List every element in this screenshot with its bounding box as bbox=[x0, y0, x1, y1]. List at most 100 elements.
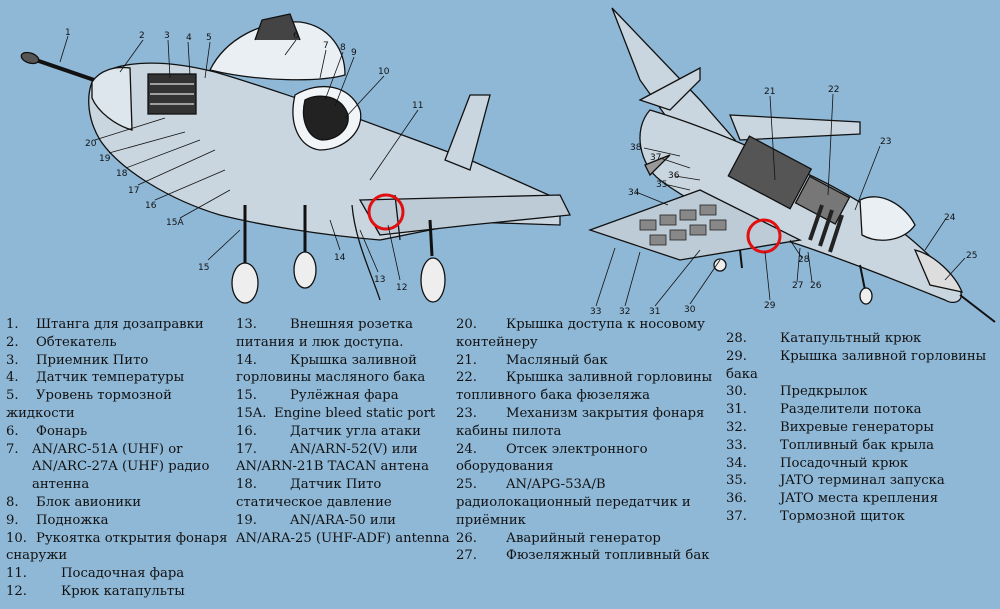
legend-text: Крышка заливной горловины масляного бака bbox=[236, 352, 426, 386]
legend-item: 3.Приемник Пито bbox=[6, 352, 234, 370]
callout-1: 1 bbox=[65, 28, 71, 38]
highlight-circle-left bbox=[367, 193, 405, 231]
legend-item: 2. Обтекатель bbox=[6, 334, 234, 352]
legend-item: 13.Внешняя розетка питания и люк доступа… bbox=[236, 316, 456, 352]
legend-text: AN/ARA-50 или AN/ARA-25 (UHF-ADF) antenn… bbox=[236, 512, 450, 546]
callout-14: 14 bbox=[334, 253, 346, 263]
legend-text: Аварийный генератор bbox=[506, 530, 661, 546]
legend-text: Датчик Пито статическое давление bbox=[236, 477, 392, 510]
callout-31: 31 bbox=[649, 307, 660, 317]
legend-text: Приемник Пито bbox=[36, 352, 149, 368]
legend-number: 31. bbox=[726, 402, 747, 418]
legend-text: Engine bleed static port bbox=[274, 405, 436, 421]
legend-item: 37.Тормозной щиток bbox=[726, 508, 998, 526]
callout-2: 2 bbox=[139, 31, 145, 41]
legend-item: 19.AN/ARA-50 или AN/ARA-25 (UHF-ADF) ant… bbox=[236, 512, 456, 548]
callout-25: 25 bbox=[966, 251, 977, 261]
legend-item: 9.Подножка bbox=[6, 512, 234, 530]
callout-33: 33 bbox=[590, 307, 601, 317]
highlight-circle-right bbox=[746, 218, 782, 254]
callout-29: 29 bbox=[764, 301, 776, 311]
legend-number: 1. bbox=[6, 317, 19, 332]
legend-item: 7.AN/ARC-51A (UHF) or AN/ARC-27A (UHF) р… bbox=[6, 441, 234, 494]
callout-15a: 15A bbox=[166, 218, 184, 228]
callout-37: 37 bbox=[650, 153, 661, 163]
callout-13: 13 bbox=[374, 275, 385, 285]
left-aircraft bbox=[20, 13, 572, 304]
callout-12: 12 bbox=[396, 283, 407, 293]
callout-35: 35 bbox=[656, 180, 667, 190]
right-aircraft bbox=[588, 7, 996, 323]
legend-item: 15.Рулёжная фара bbox=[236, 387, 456, 405]
legend-text: JATO места крепления bbox=[780, 491, 939, 507]
legend-number: 6. bbox=[6, 423, 19, 439]
callout-20: 20 bbox=[85, 139, 97, 149]
legend-number: 24. bbox=[456, 441, 477, 457]
legend-number: 7. bbox=[6, 441, 19, 457]
legend-column-3: 20.Крышка доступа к носовому контейнеру … bbox=[456, 316, 724, 565]
callout-34: 34 bbox=[628, 188, 640, 198]
legend-item: 24.Отсек электронного оборудования bbox=[456, 441, 724, 477]
legend-text: Рулёжная фара bbox=[290, 388, 399, 404]
callout-10: 10 bbox=[378, 67, 390, 77]
callout-36: 36 bbox=[668, 171, 680, 181]
callout-28: 28 bbox=[798, 255, 810, 265]
legend-number: 29. bbox=[726, 348, 747, 364]
legend-number: 32. bbox=[726, 419, 747, 435]
callout-9: 9 bbox=[351, 48, 357, 58]
callouts-left: 1 2 3 4 5 6 7 8 9 10 11 12 13 14 15 15A … bbox=[65, 28, 423, 293]
legend-text: Датчик температуры bbox=[36, 370, 185, 386]
callout-21: 21 bbox=[764, 87, 775, 97]
legend-number: 36. bbox=[726, 491, 747, 507]
callout-32: 32 bbox=[619, 307, 630, 317]
legend-number: 22. bbox=[456, 370, 477, 386]
legend-item: 12. Крюк катапульты bbox=[6, 583, 234, 601]
legend-text: Крышка заливной горловины бака bbox=[726, 348, 987, 382]
callout-22: 22 bbox=[828, 85, 839, 95]
legend-text: Механизм закрытия фонаря кабины пилота bbox=[456, 405, 705, 439]
legend-number: 18. bbox=[236, 477, 257, 493]
legend-item: 22.Крышка заливной горловины топливного … bbox=[456, 369, 724, 405]
legend-number: 37. bbox=[726, 508, 747, 524]
legend-item: 31. Разделители потока bbox=[726, 401, 998, 419]
legend-number: 34. bbox=[726, 455, 747, 471]
legend-text: AN/APG-53A/B радиолокационный передатчик… bbox=[456, 477, 691, 528]
callout-30: 30 bbox=[684, 305, 696, 315]
callout-15: 15 bbox=[198, 263, 209, 273]
legend-text: Разделители потока bbox=[780, 402, 922, 418]
legend-item: 33.Топливный бак крыла bbox=[726, 437, 998, 455]
legend-number: 10. bbox=[6, 530, 27, 546]
legend-item: 21.Масляный бак bbox=[456, 352, 724, 370]
callout-11: 11 bbox=[412, 101, 423, 111]
callout-18: 18 bbox=[116, 169, 128, 179]
legend-text: Крышка заливной горловины топливного бак… bbox=[456, 370, 713, 404]
legend-column-1: 1.Штанга для дозаправки 2.Обтекатель 3.П… bbox=[6, 316, 234, 601]
legend-number: 2. bbox=[6, 334, 19, 350]
legend-number: 27. bbox=[456, 548, 477, 564]
legend-text: Масляный бак bbox=[506, 352, 608, 368]
legend-text: Посадочная фара bbox=[61, 566, 185, 582]
legend-number: 19. bbox=[236, 512, 257, 528]
legend-item: 20.Крышка доступа к носовому контейнеру bbox=[456, 316, 724, 352]
legend-number: 13. bbox=[236, 317, 257, 332]
callout-38: 38 bbox=[630, 143, 642, 153]
legend-number: 12. bbox=[6, 583, 27, 599]
legend-number: 26. bbox=[456, 530, 477, 546]
legend-number: 15A. bbox=[236, 405, 267, 421]
legend-text: Подножка bbox=[36, 512, 109, 528]
legend-number: 4. bbox=[6, 370, 19, 386]
legend-number: 8. bbox=[6, 494, 19, 510]
legend-text: Обтекатель bbox=[36, 334, 117, 350]
legend-item: 36. JATO места крепления bbox=[726, 490, 998, 508]
legend-number: 11. bbox=[6, 566, 27, 582]
legend-text: Крюк катапульты bbox=[61, 583, 185, 599]
callout-24: 24 bbox=[944, 213, 956, 223]
callout-19: 19 bbox=[99, 154, 111, 164]
legend-text: Катапультный крюк bbox=[780, 331, 922, 346]
legend-item: 23.Механизм закрытия фонаря кабины пилот… bbox=[456, 405, 724, 441]
legend-item: 28.Катапультный крюк bbox=[726, 330, 998, 348]
callout-leaders-left bbox=[59, 35, 419, 281]
legend-number: 33. bbox=[726, 437, 747, 453]
legend-item: 5.Уровень тормозной жидкости bbox=[6, 387, 234, 423]
